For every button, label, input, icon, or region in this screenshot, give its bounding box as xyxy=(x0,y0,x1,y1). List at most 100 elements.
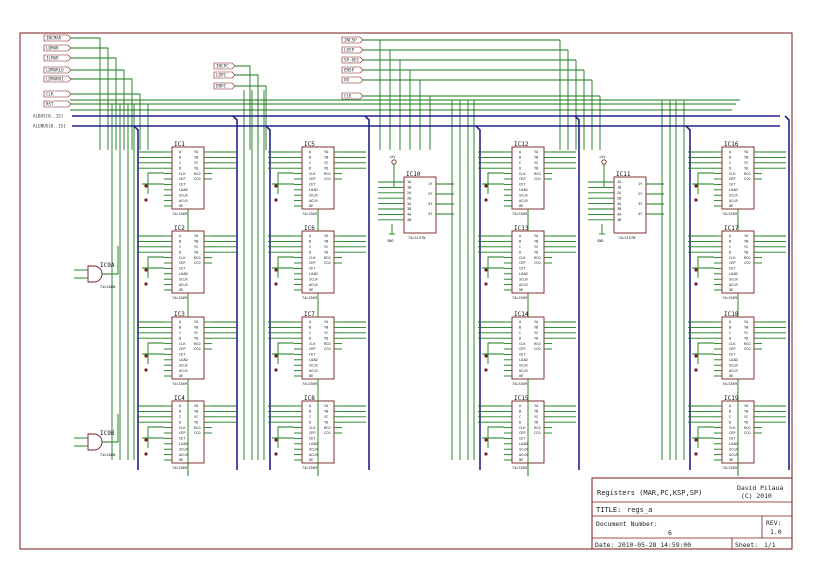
pin-label: CLK xyxy=(519,256,526,260)
chip-ic4: IC474LS569ABCDCLKCEPCETLOADSCLRACLROEYAY… xyxy=(138,395,236,476)
pin-label: YC xyxy=(324,161,328,165)
pin-label: CLK xyxy=(179,256,186,260)
wire-layer xyxy=(70,37,740,460)
pin-label: CLK xyxy=(519,342,526,346)
pin-label: OE xyxy=(179,458,183,462)
chip-type: 74LS569 xyxy=(512,296,527,300)
pin-label: YD xyxy=(744,250,748,254)
pin-label: YD xyxy=(194,166,198,170)
input-ldmarlo: LDMARLO xyxy=(43,66,72,74)
pin-label: B xyxy=(519,410,521,414)
pin-label: YA xyxy=(744,150,749,154)
pin-label: SCLR xyxy=(729,447,738,451)
input-label: LDPC xyxy=(216,72,227,77)
pin-label: C xyxy=(729,331,731,335)
pin-label: YA xyxy=(194,404,199,408)
pin-label: YA xyxy=(324,234,329,238)
pin-label: LOAD xyxy=(729,272,738,276)
pin-label: OE xyxy=(179,374,183,378)
pin-label: B xyxy=(729,240,731,244)
pin-label: CEP xyxy=(519,347,526,351)
pin-label: CCO xyxy=(744,261,751,265)
pin-label: OE xyxy=(309,288,313,292)
pin-label: CCO xyxy=(744,177,751,181)
pin-label: RCO xyxy=(194,342,201,346)
chip-type: 74LS569 xyxy=(302,382,317,386)
pin-label: YA xyxy=(324,320,329,324)
pin-label: CET xyxy=(729,267,736,271)
pin-label: A xyxy=(179,320,182,324)
chip-ic8: IC874LS569ABCDCLKCEPCETLOADSCLRACLROEYAY… xyxy=(268,395,366,476)
pin-label: 4Y xyxy=(428,212,433,216)
pin-label: YC xyxy=(534,415,538,419)
pin-label: SCLR xyxy=(179,363,188,367)
pin-label: D xyxy=(729,420,731,424)
input-enpc: ENPC xyxy=(213,82,236,90)
pin-label: YB xyxy=(534,156,538,160)
pin-label: OE xyxy=(519,458,523,462)
pin-label: YD xyxy=(534,420,538,424)
chip-ref: IC14 xyxy=(514,311,529,318)
chip-type: 74LS569 xyxy=(302,212,317,216)
chip-ref: IC17 xyxy=(724,225,739,232)
pin-label: SCLR xyxy=(519,447,528,451)
pin-label: OE xyxy=(729,458,733,462)
pin-label: CEP xyxy=(309,261,316,265)
chip-ref: IC15 xyxy=(514,395,529,402)
mux-ic10: IC1074LS157N1A1B2A2B3A3B4A4B1Y2Y3Y4Y+5VG… xyxy=(378,155,454,243)
pin-label: YD xyxy=(324,250,328,254)
gate-ref: IC9B xyxy=(100,430,115,437)
chip-ic3: IC374LS569ABCDCLKCEPCETLOADSCLRACLROEYAY… xyxy=(138,311,236,401)
pin-label: RCO xyxy=(324,256,331,260)
pin-label: A xyxy=(309,320,312,324)
pin-label: C xyxy=(179,415,181,419)
pin-label: CLK xyxy=(729,256,736,260)
pin-label: CET xyxy=(309,267,316,271)
pin-label: OE xyxy=(309,374,313,378)
pin-label: LOAD xyxy=(519,358,528,362)
pin-label: B xyxy=(309,326,311,330)
pin-label: YC xyxy=(324,415,328,419)
pin-label: CET xyxy=(729,183,736,187)
title-block: Registers (MAR,PC,KSP,SP) David Pilaua (… xyxy=(591,477,793,550)
chip-ref: IC3 xyxy=(174,311,185,318)
pin-label: ACLR xyxy=(519,199,528,203)
pin-label: ACLR xyxy=(309,283,318,287)
pin-label: YC xyxy=(744,415,748,419)
input-rst: RST xyxy=(43,100,72,108)
pin-label: C xyxy=(519,161,521,165)
pin-label: CCO xyxy=(534,347,541,351)
pin-label: YD xyxy=(744,420,748,424)
pin-label: CCO xyxy=(744,431,751,435)
chip-ref: IC7 xyxy=(304,311,315,318)
pin-label: YC xyxy=(194,415,198,419)
pin-label: 4A xyxy=(407,213,412,217)
pin-label: YA xyxy=(194,150,199,154)
chip-ic7: IC774LS569ABCDCLKCEPCETLOADSCLRACLROEYAY… xyxy=(268,311,366,401)
tb-title-label: TITLE: xyxy=(596,506,621,514)
pin-label: LOAD xyxy=(729,188,738,192)
pin-label: CCO xyxy=(534,431,541,435)
pin-label: YD xyxy=(324,420,328,424)
pin-label: YC xyxy=(534,331,538,335)
pin-label: 2Y xyxy=(428,192,433,196)
pin-label: C xyxy=(519,331,521,335)
pin-label: 2A xyxy=(617,191,622,195)
chip-ic18: IC1874LS569ABCDCLKCEPCETLOADSCLRACLROEYA… xyxy=(688,311,786,401)
parts-layer: IC174LS569ABCDCLKCEPCETLOADSCLRACLROEYAY… xyxy=(74,141,786,476)
pin-label: D xyxy=(179,420,181,424)
pin-label: B xyxy=(179,156,181,160)
pin-label: OE xyxy=(179,204,183,208)
chip-ic1: IC174LS569ABCDCLKCEPCETLOADSCLRACLROEYAY… xyxy=(138,141,236,231)
pin-label: CEP xyxy=(309,177,316,181)
mux-ref: IC11 xyxy=(616,171,631,178)
pin-label: YC xyxy=(324,331,328,335)
input-label: LDMARHI xyxy=(46,76,64,81)
pin-label: YB xyxy=(194,240,198,244)
chip-ref: IC18 xyxy=(724,311,739,318)
pin-label: CET xyxy=(519,183,526,187)
pin-label: A xyxy=(179,234,182,238)
pin-label: D xyxy=(729,250,731,254)
